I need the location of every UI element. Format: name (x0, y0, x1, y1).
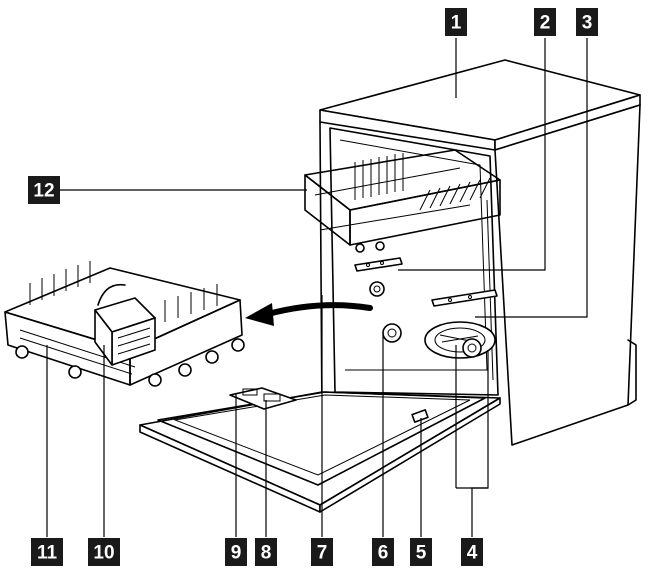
callout-1-label: 1 (451, 13, 462, 34)
upper-basket (304, 149, 501, 253)
salt-container (382, 323, 402, 343)
callout-2: 2 (534, 8, 556, 36)
filters (424, 321, 496, 359)
callout-2-label: 2 (540, 13, 551, 34)
callout-8-label: 8 (261, 543, 272, 564)
callout-12-label: 12 (33, 181, 54, 202)
callout-7: 7 (311, 538, 333, 566)
callout-3-label: 3 (582, 13, 593, 34)
leader-2 (398, 38, 546, 271)
callout-6: 6 (372, 538, 394, 566)
callout-10: 10 (88, 538, 120, 566)
leader-lines (46, 38, 588, 537)
callout-4: 4 (461, 538, 483, 566)
callout-6-label: 6 (378, 543, 389, 564)
dishwasher-cabinet (319, 59, 641, 446)
callout-3: 3 (576, 8, 598, 36)
callout-5-label: 5 (416, 543, 427, 564)
callout-10-label: 10 (93, 543, 114, 564)
lower-basket (4, 261, 245, 387)
leader-4 (471, 350, 489, 537)
callout-9-label: 9 (231, 543, 242, 564)
leader-3 (475, 38, 588, 318)
lower-spray-arm (431, 289, 498, 307)
open-door (139, 387, 501, 513)
callout-11-label: 11 (37, 543, 58, 564)
upper-spray-arm (354, 257, 403, 272)
callout-12: 12 (28, 176, 60, 204)
insert-arrow (245, 302, 373, 326)
callout-11: 11 (31, 538, 63, 566)
callout-4-label: 4 (467, 543, 478, 564)
callout-9: 9 (225, 538, 247, 566)
callout-7-label: 7 (317, 543, 328, 564)
callout-8: 8 (255, 538, 277, 566)
callout-5: 5 (410, 538, 432, 566)
air-vent (369, 281, 385, 297)
callout-1: 1 (445, 8, 467, 36)
